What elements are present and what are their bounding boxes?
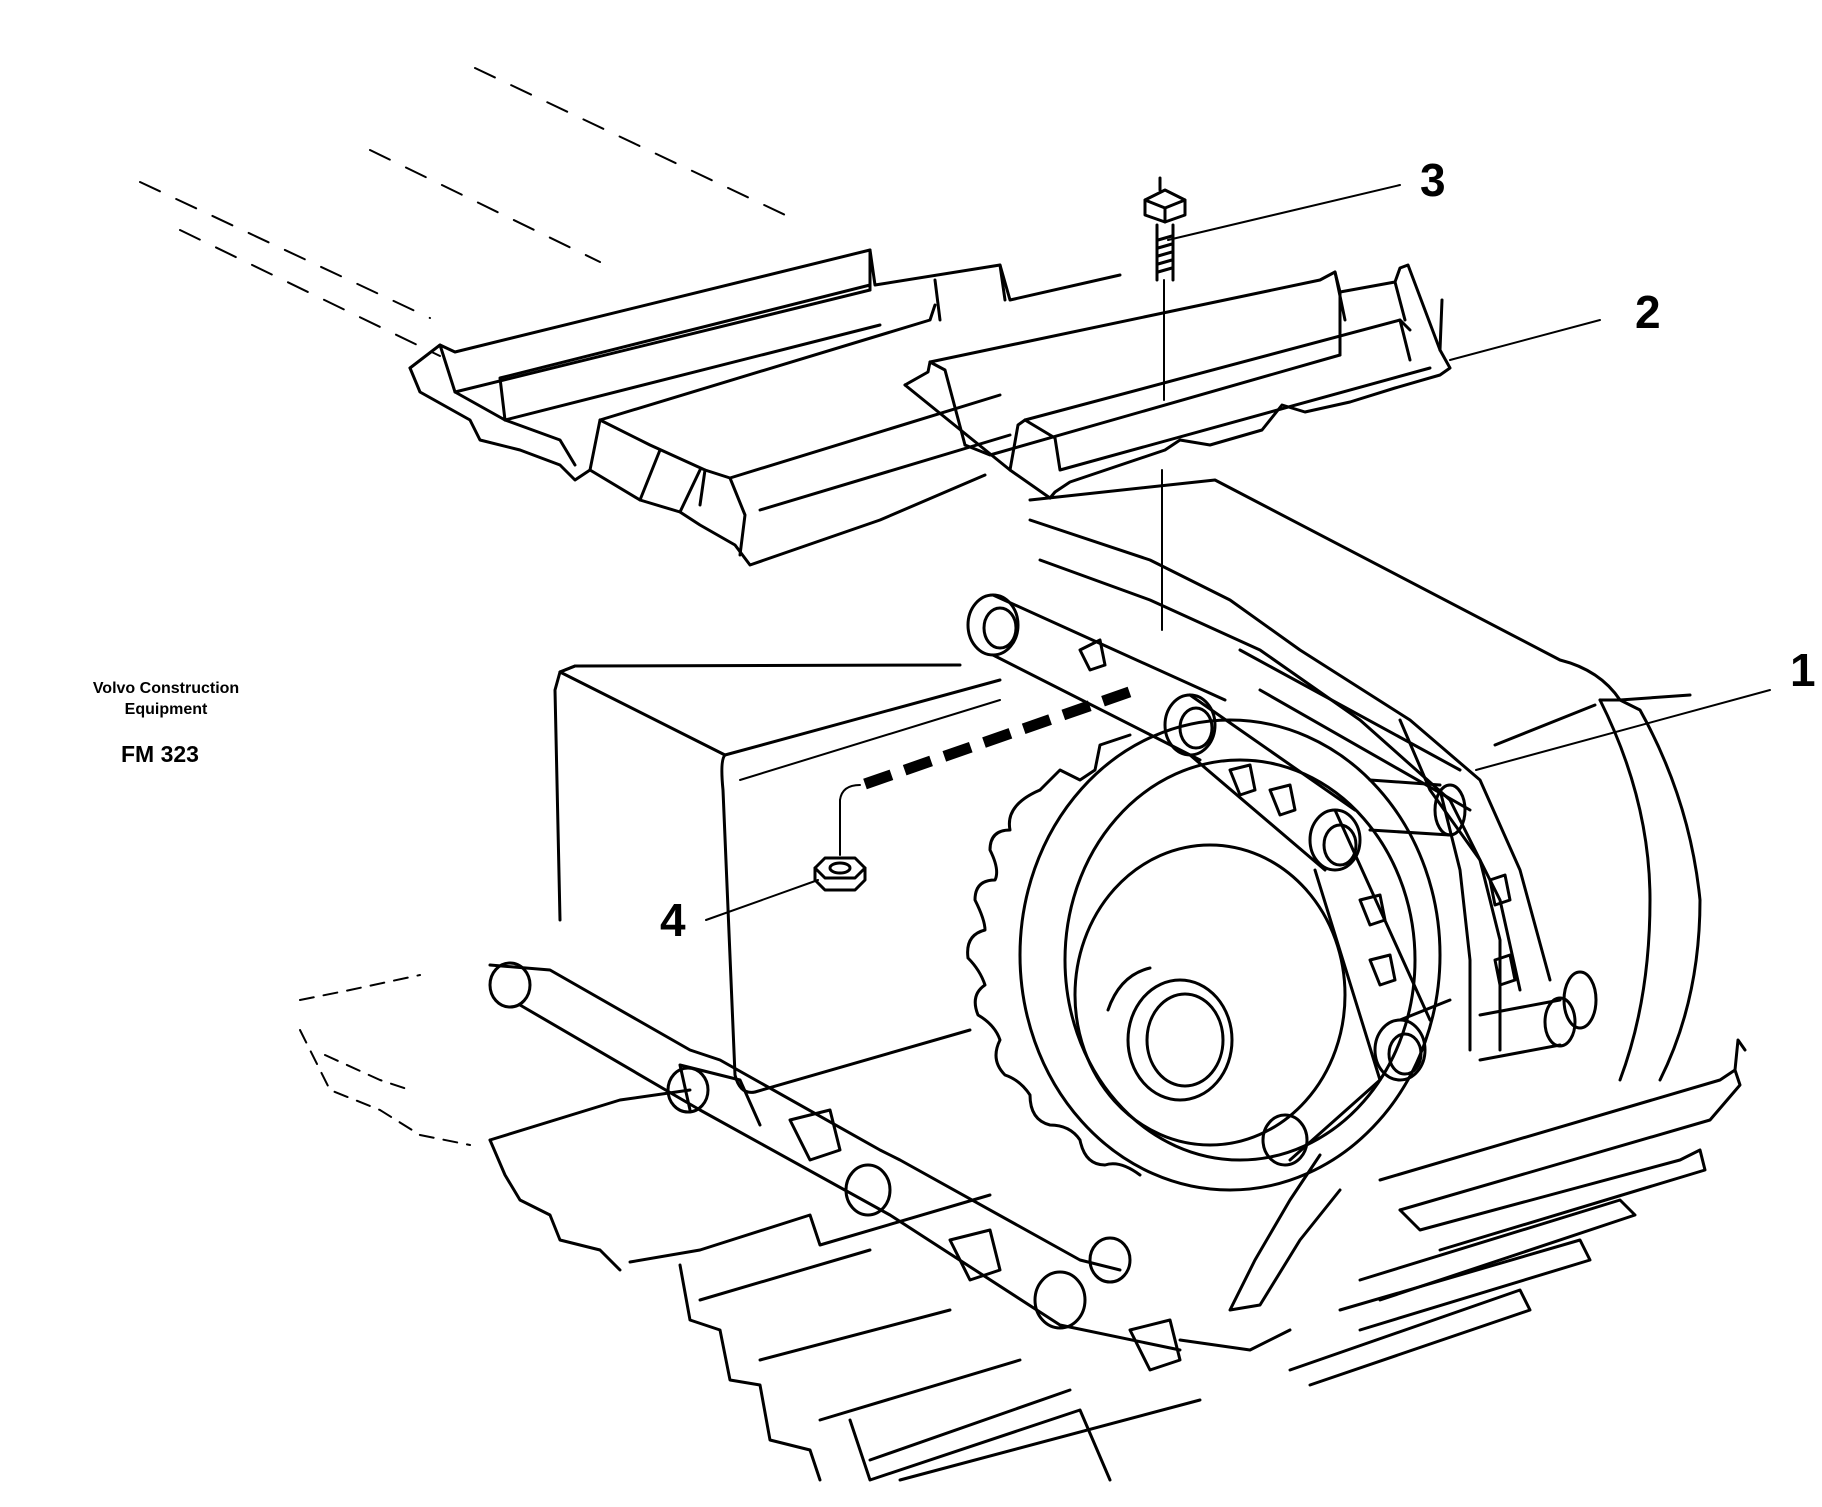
phantom-track-upper [139,67,801,357]
figure-code: FM 323 [121,741,199,767]
track-chain [966,518,1598,1167]
callout-3: 3 [1420,154,1446,206]
leader-lines [705,184,1771,921]
callout-1: 1 [1790,644,1816,696]
sprocket [966,718,1442,1192]
brand-caption-line2: Equipment [125,701,208,718]
leader-line-3 [1167,184,1401,241]
nut-part-4 [813,784,867,892]
assembly-dashed-line [863,684,1137,790]
track-shoe-part-2 [903,263,1452,500]
callout-2: 2 [1635,286,1661,338]
track-frame [553,478,1702,1094]
callout-4: 4 [660,894,686,946]
leader-line-4 [705,879,819,921]
leader-line-1 [1475,689,1771,771]
brand-caption-line1: Volvo Construction [93,680,239,697]
lower-right-track-shoes [1228,1038,1747,1387]
leader-line-2 [1449,319,1601,361]
bolt-part-3 [1143,176,1187,631]
lower-left-track-shoes [488,1088,1202,1482]
upper-track-shoes [408,248,1122,567]
phantom-track-lower [299,974,471,1146]
lower-track-chain [488,961,1292,1372]
